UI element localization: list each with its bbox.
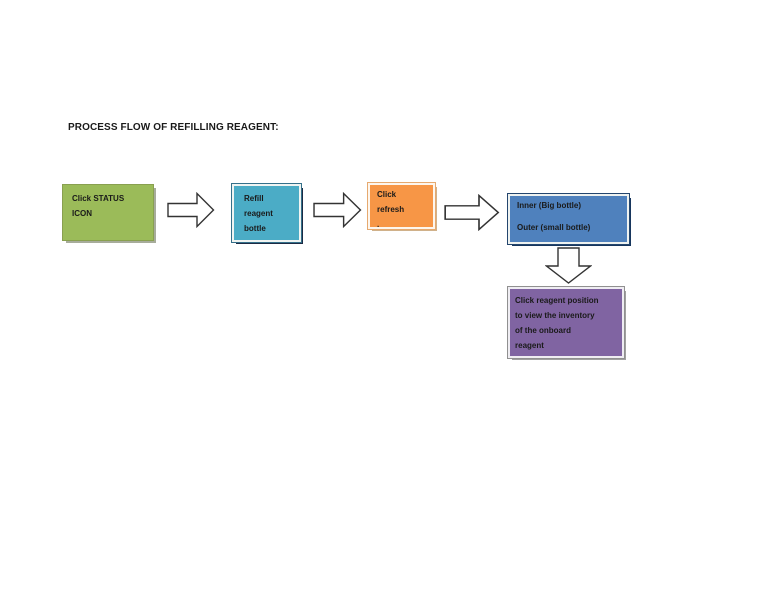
step-text-line: Click STATUS xyxy=(72,194,125,203)
step-text-line: Click xyxy=(377,190,397,199)
flow-step-click-refresh[interactable]: Click refresh . xyxy=(367,182,436,230)
step-text-line: . xyxy=(377,220,380,229)
flow-step-click-status-icon[interactable]: Click STATUS ICON xyxy=(62,184,154,241)
step-text-line: Outer (small bottle) xyxy=(517,223,591,232)
step-text-line: Inner (Big bottle) xyxy=(517,201,581,210)
step-text-line: bottle xyxy=(244,224,266,233)
right-arrow-icon[interactable] xyxy=(313,192,362,228)
step-text-line: to view the inventory xyxy=(515,311,595,320)
step-text-line: of the onboard xyxy=(515,326,571,335)
step-text-line: refresh xyxy=(377,205,405,214)
step-text-line: reagent xyxy=(244,209,273,218)
page-title: PROCESS FLOW OF REFILLING REAGENT: xyxy=(68,122,279,133)
down-arrow-icon[interactable] xyxy=(545,247,592,284)
step-text-line: reagent xyxy=(515,341,544,350)
step-text-line: ICON xyxy=(72,209,92,218)
flow-step-bottle-types[interactable]: Inner (Big bottle) Outer (small bottle) xyxy=(507,193,630,245)
right-arrow-icon[interactable] xyxy=(444,194,500,231)
step-text-line: Click reagent position xyxy=(515,296,599,305)
flow-step-refill-reagent-bottle[interactable]: Refill reagent bottle xyxy=(231,183,302,243)
step-text-line: Refill xyxy=(244,194,264,203)
right-arrow-icon[interactable] xyxy=(167,192,215,228)
flow-step-click-reagent-position[interactable]: Click reagent position to view the inven… xyxy=(507,286,625,359)
